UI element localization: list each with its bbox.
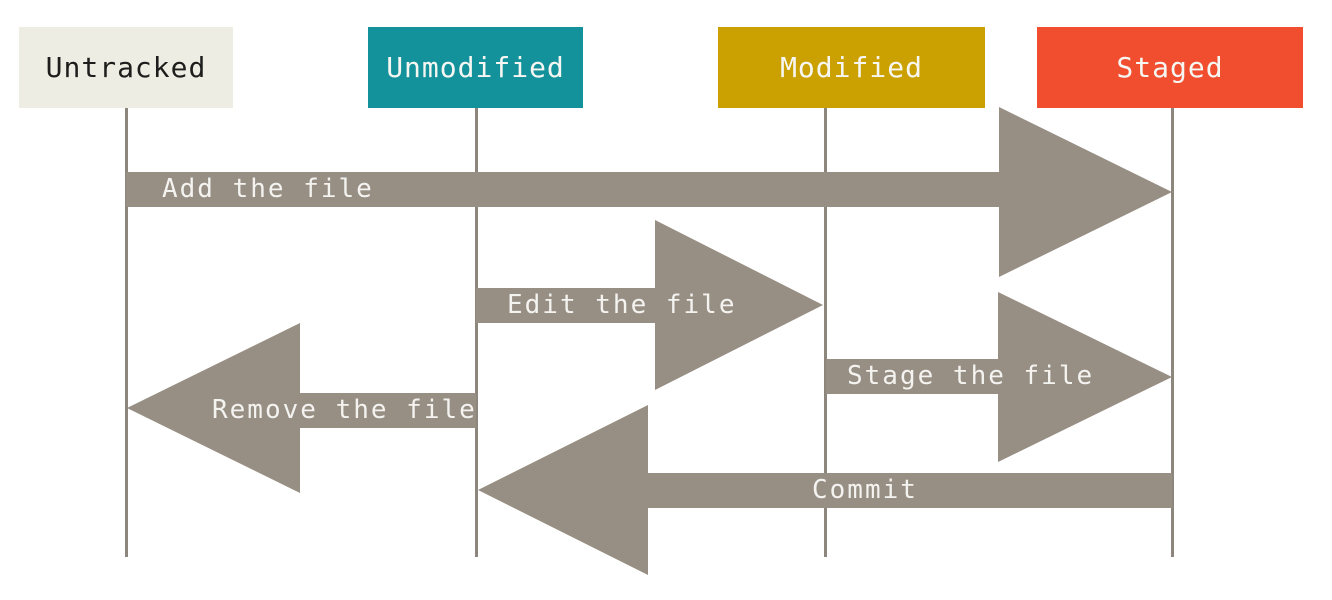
arrow-remove-the-file-label: Remove the file xyxy=(212,395,477,425)
arrow-add-the-file-shaft xyxy=(126,172,999,207)
arrow-add-the-file-label: Add the file xyxy=(162,174,374,204)
lifeline-staged xyxy=(1171,108,1174,557)
arrow-edit-the-file-shaft xyxy=(476,288,655,323)
arrow-commit-head-icon xyxy=(478,405,648,575)
state-box-staged: Staged xyxy=(1037,27,1303,108)
state-box-untracked: Untracked xyxy=(19,27,233,108)
arrow-commit-label: Commit xyxy=(812,475,918,505)
arrow-commit-shaft xyxy=(648,473,1172,508)
state-box-unmodified: Unmodified xyxy=(368,27,583,108)
state-box-modified: Modified xyxy=(718,27,985,108)
lifeline-untracked xyxy=(125,108,128,557)
arrow-remove-the-file-shaft xyxy=(300,393,476,428)
arrow-edit-the-file-label: Edit the file xyxy=(507,290,737,320)
arrow-stage-the-file-label: Stage the file xyxy=(847,361,1095,391)
arrow-stage-the-file-shaft xyxy=(826,359,998,394)
lifeline-modified xyxy=(824,108,827,557)
arrow-add-the-file-head-icon xyxy=(999,107,1172,277)
lifeline-unmodified xyxy=(475,108,478,557)
